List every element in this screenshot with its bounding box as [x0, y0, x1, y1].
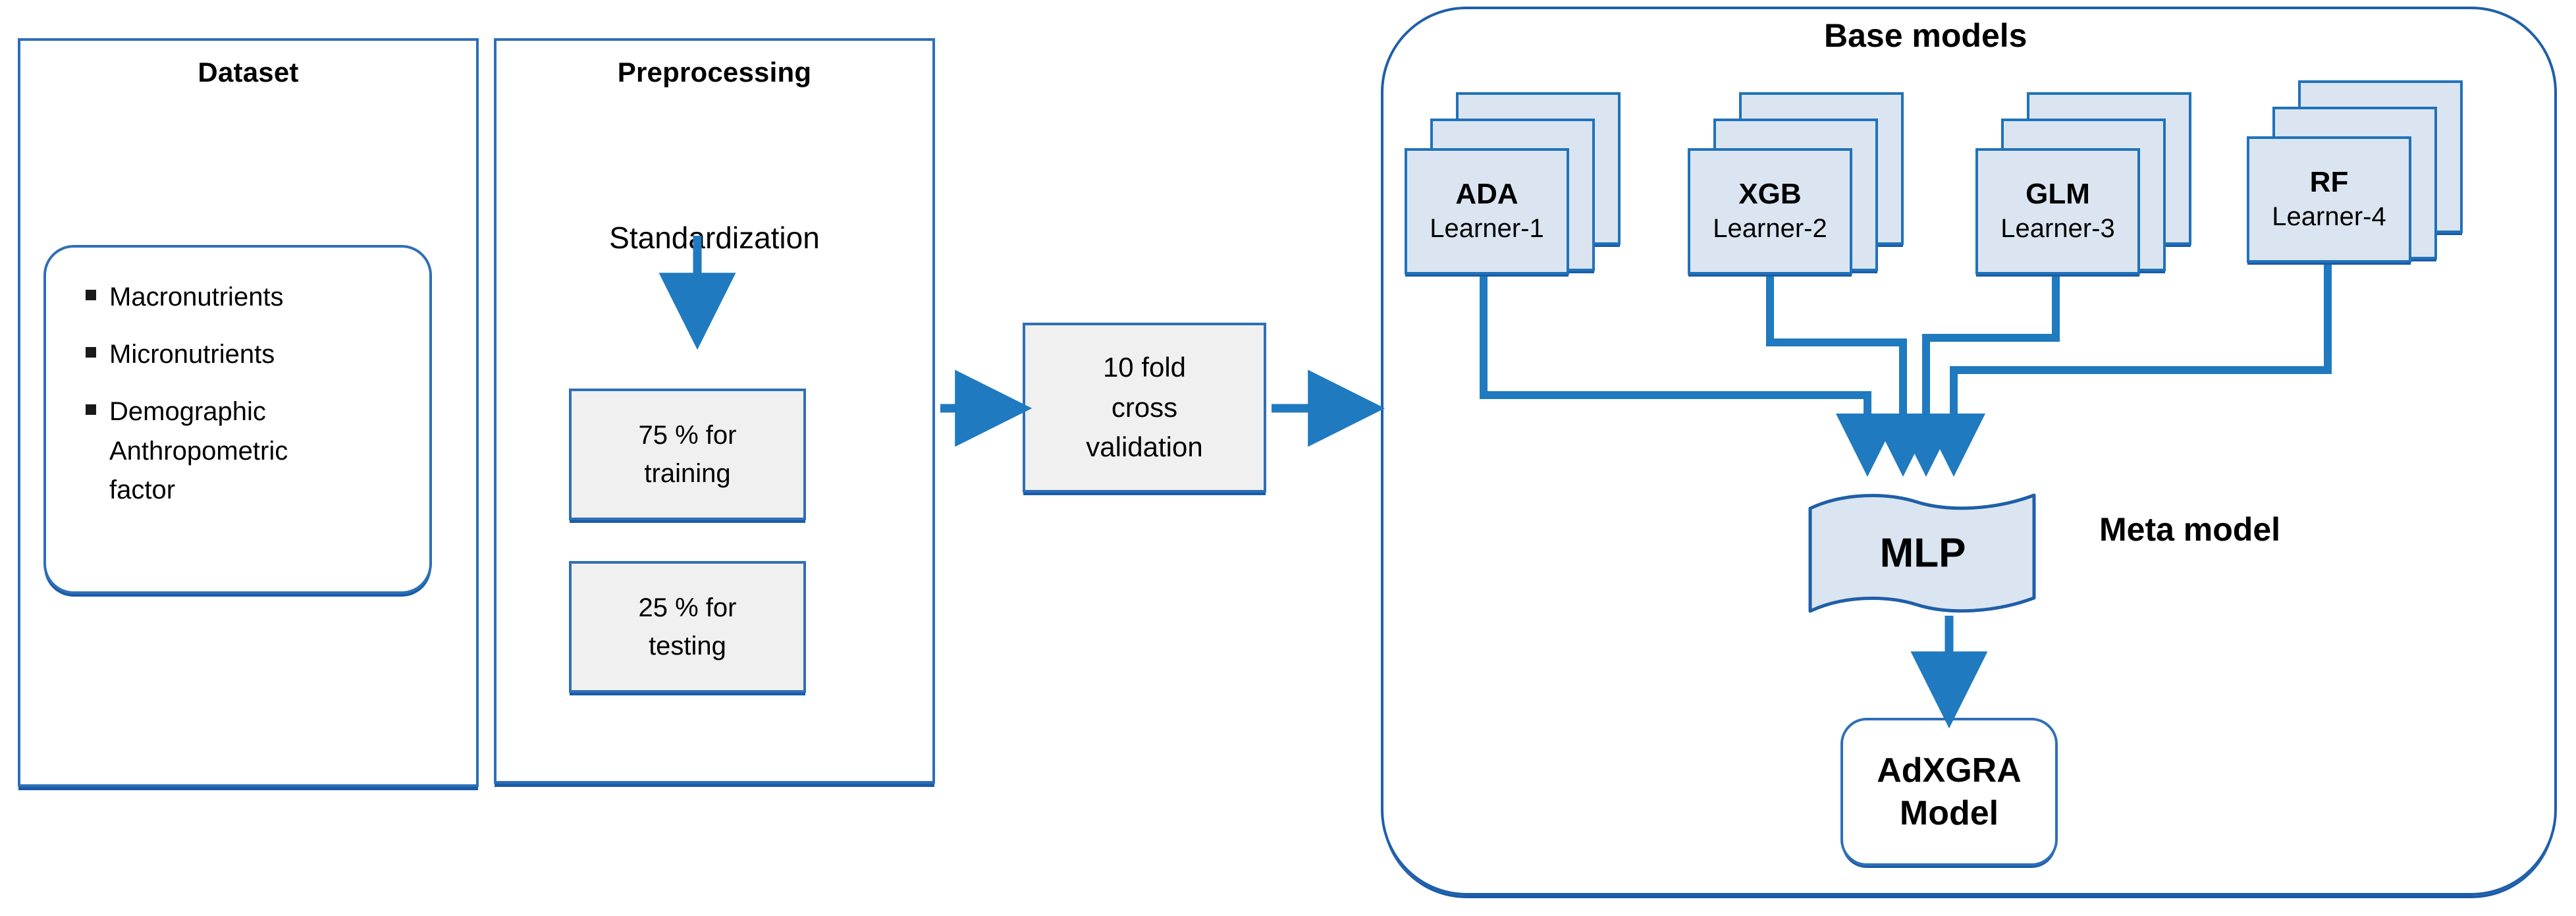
meta-model-flag[interactable]: MLP: [1808, 487, 2038, 619]
bullet-label: Macronutrients: [109, 283, 284, 311]
list-item: Micronutrients: [86, 335, 414, 374]
standardization-label: Standardization: [609, 221, 820, 255]
learner-abbr: GLM: [2026, 177, 2090, 210]
final-model-box: AdXGRA Model: [1840, 718, 2058, 866]
bullet-square-icon: [86, 290, 96, 300]
train-split-box: 75 % for training: [569, 389, 806, 520]
bullet-square-icon: [86, 347, 96, 358]
meta-model-label: MLP: [1879, 530, 1966, 576]
learner-index: Learner-3: [2000, 214, 2115, 244]
ensemble-container: [1381, 7, 2557, 896]
meta-model-title: Meta model: [2099, 511, 2281, 548]
flag-shape-icon: [1808, 493, 2036, 613]
list-item: Macronutrients: [86, 278, 414, 317]
stack-sheet-front: GLM Learner-3: [1975, 148, 2140, 275]
dataset-panel: Dataset Macronutrients Micronutrients De…: [18, 38, 479, 787]
dataset-panel-title: Dataset: [198, 57, 299, 88]
learner-index: Learner-2: [1713, 214, 1827, 244]
dataset-feature-card: Macronutrients Micronutrients Demographi…: [43, 245, 432, 594]
learner-abbr: RF: [2309, 165, 2349, 198]
preprocessing-panel: Preprocessing Standardization 75 % for t…: [494, 38, 935, 784]
list-item: Demographic Anthropometric factor: [86, 392, 414, 510]
stack-sheet-front: XGB Learner-2: [1688, 148, 1852, 275]
learner-index: Learner-1: [1430, 214, 1544, 244]
learner-index: Learner-4: [2272, 202, 2386, 232]
stack-sheet-front: ADA Learner-1: [1405, 148, 1569, 275]
learner-stack-glm[interactable]: GLM Learner-3: [1975, 92, 2193, 303]
learner-stack-rf[interactable]: RF Learner-4: [2247, 80, 2464, 291]
bullet-label: Demographic Anthropometric factor: [109, 397, 288, 504]
learner-stack-ada[interactable]: ADA Learner-1: [1405, 92, 1622, 303]
learner-abbr: XGB: [1738, 177, 1802, 210]
bullet-label: Micronutrients: [109, 340, 275, 369]
dataset-bullet-list: Macronutrients Micronutrients Demographi…: [86, 278, 414, 528]
bullet-square-icon: [86, 404, 96, 416]
learner-abbr: ADA: [1455, 177, 1518, 210]
preprocessing-panel-title: Preprocessing: [617, 57, 812, 88]
test-split-box: 25 % for testing: [569, 561, 806, 693]
learner-stack-xgb[interactable]: XGB Learner-2: [1688, 92, 1905, 303]
base-models-title: Base models: [1824, 17, 2027, 54]
cross-validation-box: 10 fold cross validation: [1023, 323, 1266, 493]
stack-sheet-front: RF Learner-4: [2247, 136, 2411, 263]
